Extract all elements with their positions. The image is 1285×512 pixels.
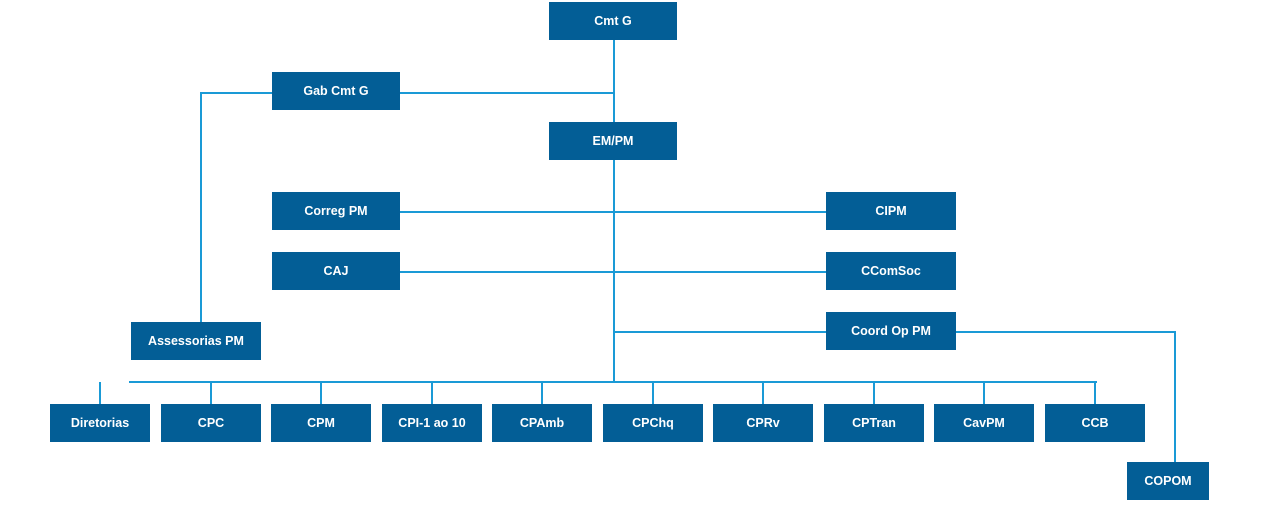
node-diretorias[interactable]: Diretorias (50, 404, 150, 442)
node-cpamb[interactable]: CPAmb (492, 404, 592, 442)
node-cpchq[interactable]: CPChq (603, 404, 703, 442)
node-cpm[interactable]: CPM (271, 404, 371, 442)
node-cptran[interactable]: CPTran (824, 404, 924, 442)
node-copom[interactable]: COPOM (1127, 462, 1209, 500)
node-assessorias-pm[interactable]: Assessorias PM (131, 322, 261, 360)
node-em-pm[interactable]: EM/PM (549, 122, 677, 160)
node-coord-op-pm[interactable]: Coord Op PM (826, 312, 956, 350)
node-cpi[interactable]: CPI-1 ao 10 (382, 404, 482, 442)
coord-to-copom-line (955, 331, 1176, 462)
node-ccomsoc[interactable]: CComSoc (826, 252, 956, 290)
bottom-drop-lines (99, 382, 1096, 404)
node-cipm[interactable]: CIPM (826, 192, 956, 230)
node-gab-cmt-g[interactable]: Gab Cmt G (272, 72, 400, 110)
node-caj[interactable]: CAJ (272, 252, 400, 290)
node-cmt-g[interactable]: Cmt G (549, 2, 677, 40)
node-cpc[interactable]: CPC (161, 404, 261, 442)
node-cprv[interactable]: CPRv (713, 404, 813, 442)
node-ccb[interactable]: CCB (1045, 404, 1145, 442)
gab-to-assessorias-line (200, 92, 272, 322)
node-cavpm[interactable]: CavPM (934, 404, 1034, 442)
node-correg-pm[interactable]: Correg PM (272, 192, 400, 230)
